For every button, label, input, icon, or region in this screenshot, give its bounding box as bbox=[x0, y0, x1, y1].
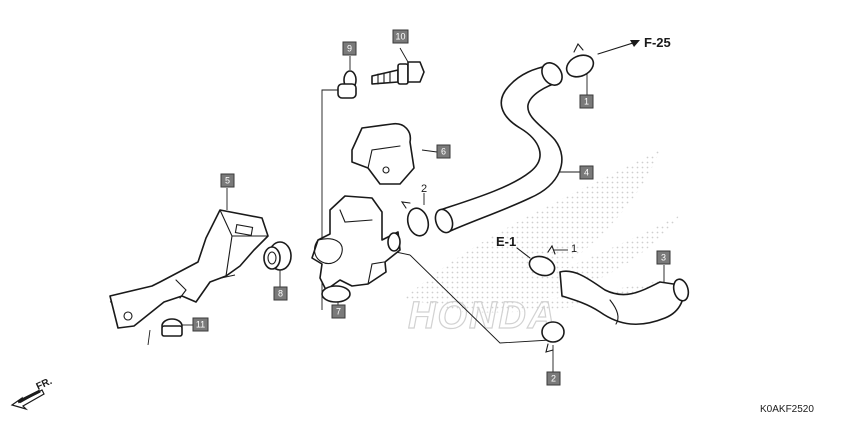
svg-text:3: 3 bbox=[661, 253, 666, 263]
front-direction-label: FR. bbox=[35, 376, 54, 393]
reference-e1: E-1 bbox=[496, 234, 516, 249]
bolt-part-11 bbox=[161, 318, 183, 337]
callout-4: 4 bbox=[579, 165, 594, 180]
svg-text:4: 4 bbox=[584, 168, 589, 178]
spring-clamp-upper bbox=[565, 43, 595, 78]
reference-e1-pointer bbox=[516, 247, 531, 259]
svg-text:2: 2 bbox=[551, 374, 556, 384]
bolt-part-10 bbox=[371, 61, 425, 85]
valve-part-7 bbox=[311, 195, 401, 303]
callout-2-bottom: 2 bbox=[546, 371, 561, 386]
grommet-part-8 bbox=[263, 241, 292, 271]
spring-clamp-middle bbox=[400, 201, 430, 237]
callout-5: 5 bbox=[220, 173, 235, 188]
plain-label-2: 2 bbox=[421, 183, 427, 195]
reference-f25: F-25 bbox=[644, 35, 671, 50]
svg-text:1: 1 bbox=[584, 97, 589, 107]
honda-watermark-text: HONDA bbox=[408, 295, 557, 337]
callout-6: 6 bbox=[436, 144, 451, 159]
spring-clamp-lower-right bbox=[528, 244, 556, 277]
cover-part-6 bbox=[351, 122, 415, 185]
spring-clamp-bottom bbox=[541, 321, 565, 353]
svg-text:10: 10 bbox=[395, 32, 405, 42]
collar-part-9 bbox=[337, 70, 357, 99]
callout-11: 11 bbox=[192, 317, 209, 332]
diagram-code: K0AKF2520 bbox=[760, 404, 814, 415]
callout-7: 7 bbox=[331, 304, 346, 319]
callout-9: 9 bbox=[342, 41, 357, 56]
honda-wing-watermark: HONDA bbox=[405, 150, 680, 338]
svg-text:6: 6 bbox=[441, 147, 446, 157]
svg-text:9: 9 bbox=[347, 44, 352, 54]
hose-part-3 bbox=[559, 270, 690, 326]
front-direction-arrow: FR. bbox=[10, 376, 54, 411]
hose-part-4 bbox=[434, 62, 563, 234]
callout-3: 3 bbox=[656, 250, 671, 265]
callout-10: 10 bbox=[392, 29, 409, 44]
svg-text:5: 5 bbox=[225, 176, 230, 186]
svg-text:7: 7 bbox=[336, 307, 341, 317]
callout-1-upper: 1 bbox=[579, 94, 594, 109]
svg-text:11: 11 bbox=[196, 320, 205, 330]
svg-text:8: 8 bbox=[278, 289, 283, 299]
reference-arrow-f25: F-25 bbox=[597, 35, 671, 55]
bracket-part-5 bbox=[109, 209, 269, 329]
plain-label-1: 1 bbox=[571, 243, 577, 255]
callout-8: 8 bbox=[273, 286, 288, 301]
